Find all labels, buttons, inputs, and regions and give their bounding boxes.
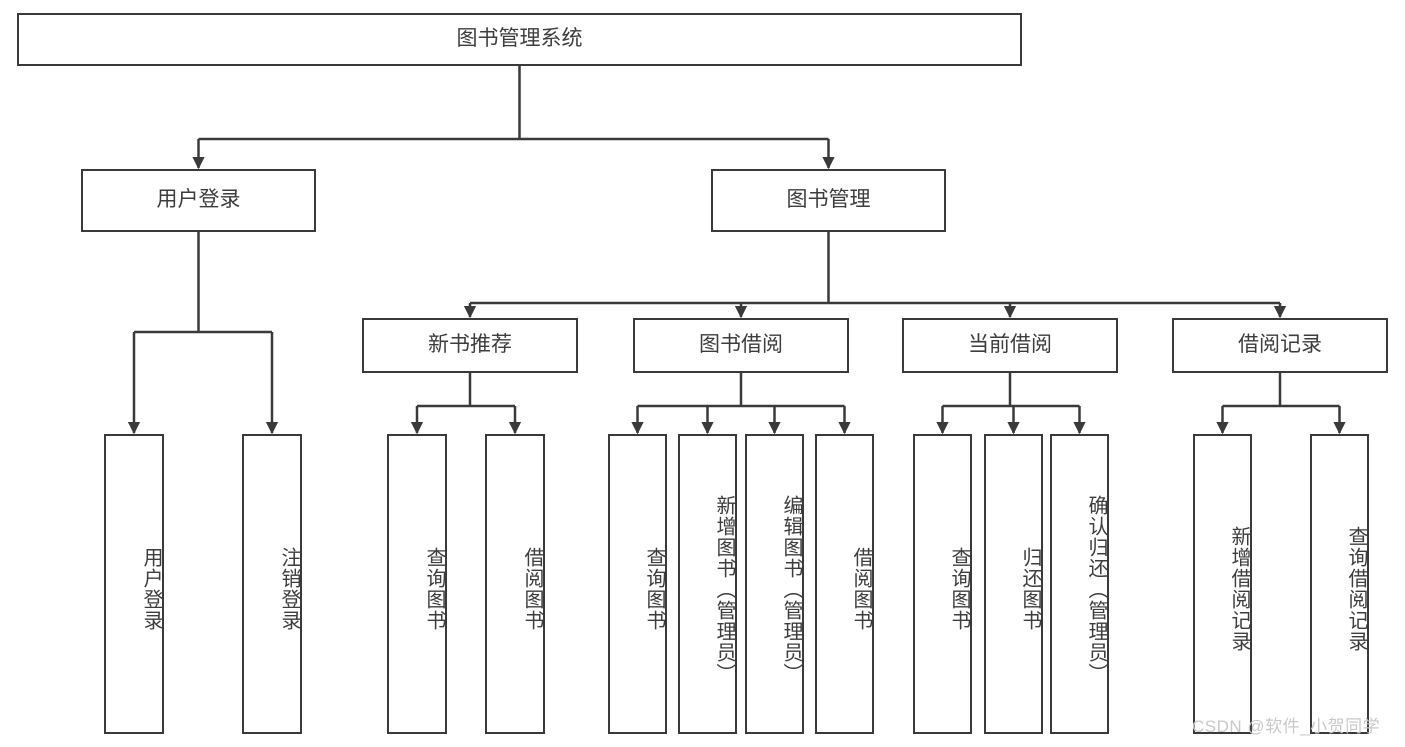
node-label: 当前借阅 (968, 333, 1052, 357)
node-label: 归还图书 (1019, 547, 1041, 631)
node-label: 查询借阅记录 (1345, 526, 1367, 652)
node-leaf6[interactable]: 新增图书（管理员） (678, 434, 737, 734)
node-current[interactable]: 当前借阅 (902, 318, 1118, 373)
node-label: 用户登录 (156, 188, 241, 212)
node-label: 图书借阅 (699, 333, 783, 357)
node-label: 借阅图书 (850, 547, 872, 631)
node-records[interactable]: 借阅记录 (1172, 318, 1388, 373)
node-bookmgmt[interactable]: 图书管理 (711, 169, 946, 232)
node-label: 查询图书 (643, 547, 665, 631)
node-login[interactable]: 用户登录 (81, 169, 316, 232)
node-leaf3[interactable]: 查询图书 (387, 434, 447, 734)
node-label: 确认归还（管理员） (1085, 494, 1107, 684)
node-label: 查询图书 (948, 547, 970, 631)
node-label: 图书管理系统 (456, 27, 583, 51)
node-label: 用户登录 (140, 547, 162, 631)
node-label: 新增借阅记录 (1228, 526, 1250, 652)
node-leaf1[interactable]: 用户登录 (104, 434, 164, 734)
node-leaf9[interactable]: 查询图书 (913, 434, 972, 734)
node-leaf5[interactable]: 查询图书 (608, 434, 667, 734)
node-root[interactable]: 图书管理系统 (17, 13, 1022, 66)
node-label: 新增图书（管理员） (713, 494, 735, 684)
node-leaf2[interactable]: 注销登录 (242, 434, 302, 734)
node-newbook[interactable]: 新书推荐 (362, 318, 578, 373)
node-leaf13[interactable]: 查询借阅记录 (1310, 434, 1369, 734)
watermark: CSDN @软件_小贺同学 (1192, 717, 1381, 736)
node-label: 新书推荐 (428, 333, 512, 357)
node-label: 借阅记录 (1238, 333, 1322, 357)
node-label: 编辑图书（管理员） (780, 494, 802, 684)
node-label: 注销登录 (278, 547, 300, 631)
node-leaf11[interactable]: 确认归还（管理员） (1050, 434, 1109, 734)
node-leaf7[interactable]: 编辑图书（管理员） (745, 434, 804, 734)
node-label: 借阅图书 (521, 547, 543, 631)
node-label: 图书管理 (786, 188, 871, 212)
node-leaf8[interactable]: 借阅图书 (815, 434, 874, 734)
node-label: 查询图书 (423, 547, 445, 631)
node-borrow[interactable]: 图书借阅 (633, 318, 849, 373)
node-leaf12[interactable]: 新增借阅记录 (1193, 434, 1252, 734)
node-leaf4[interactable]: 借阅图书 (485, 434, 545, 734)
node-leaf10[interactable]: 归还图书 (984, 434, 1043, 734)
